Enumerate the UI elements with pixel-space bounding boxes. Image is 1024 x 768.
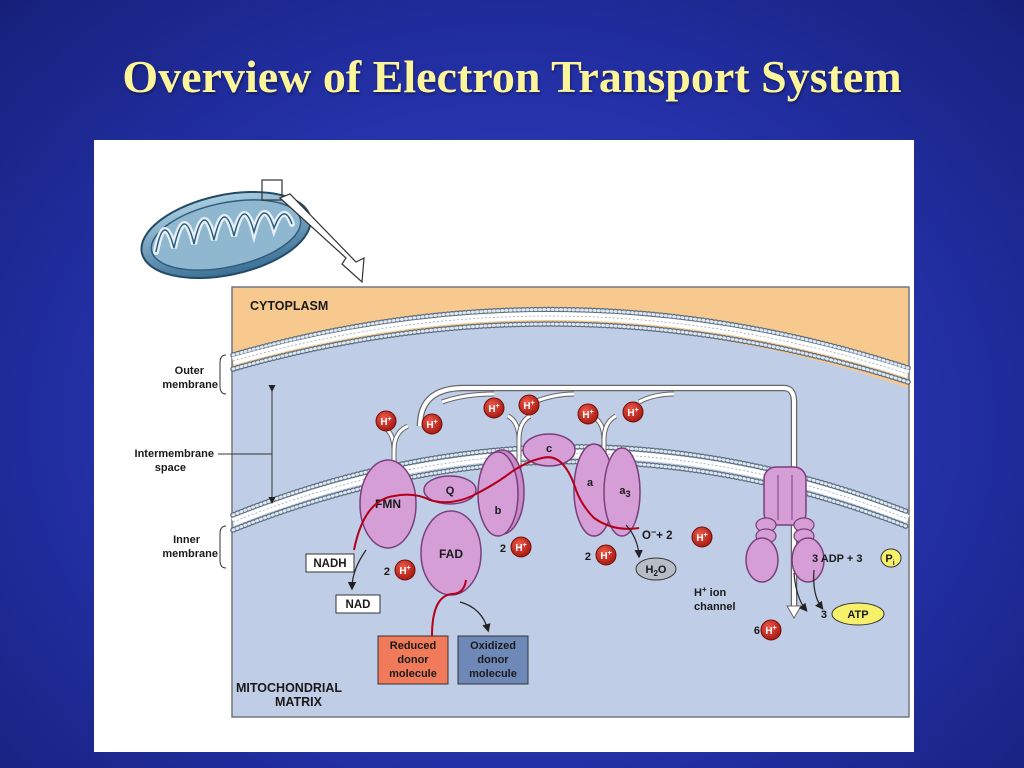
reaction-arrows bbox=[347, 524, 824, 633]
svg-text:H+: H+ bbox=[426, 419, 437, 431]
svg-text:H+: H+ bbox=[488, 403, 499, 415]
matrix-label-line2: MATRIX bbox=[275, 695, 323, 709]
svg-text:H+: H+ bbox=[582, 409, 593, 421]
h2o-label: H2O bbox=[646, 564, 667, 578]
complex-b: b bbox=[477, 449, 525, 537]
side-labels: Outer membrane Intermembrane space Inner… bbox=[135, 354, 276, 569]
q-label: Q bbox=[446, 485, 455, 497]
c-label: c bbox=[546, 443, 552, 455]
nadh-label: NADH bbox=[313, 558, 346, 570]
atp-synthase bbox=[745, 466, 825, 583]
mitochondrion-illustration bbox=[140, 179, 365, 284]
intermembrane-label-1: Intermembrane bbox=[135, 448, 214, 460]
inner-membrane-label-2: membrane bbox=[162, 548, 218, 560]
reduced-donor-line1: Reduced bbox=[390, 640, 436, 652]
b-label: b bbox=[495, 505, 502, 517]
hplus-ion: H+ bbox=[510, 536, 532, 558]
complex-fmn: FMN bbox=[359, 459, 417, 549]
adp-pi: 3 ADP + 3 Pi bbox=[812, 548, 902, 568]
hplus-ion: H+ bbox=[577, 403, 599, 425]
h-ion-channel-line2: channel bbox=[694, 601, 736, 613]
reduced-donor-line2: donor bbox=[397, 654, 429, 666]
atp-output: 3 ATP bbox=[821, 602, 885, 626]
electron-transport-diagram: CYTOPLASM MITOCHONDRIAL MATRIX Outer mem… bbox=[94, 140, 914, 752]
oxidized-donor-line2: donor bbox=[477, 654, 509, 666]
hplus-ion: H+ bbox=[518, 394, 540, 416]
nad-label: NAD bbox=[346, 599, 371, 611]
water-molecule: H2O bbox=[635, 557, 677, 581]
nad-box: NAD bbox=[335, 594, 381, 614]
six-hplus-coef: 6 bbox=[754, 625, 760, 637]
two-hplus-a-coef: 2 bbox=[585, 551, 591, 563]
svg-text:H+: H+ bbox=[696, 532, 707, 544]
outer-membrane-label-1: Outer bbox=[175, 365, 205, 377]
complex-c: c bbox=[522, 433, 576, 467]
intermembrane-label-2: space bbox=[155, 462, 186, 474]
hplus-ion: H+ bbox=[760, 619, 782, 641]
complex-fad: FAD bbox=[420, 510, 482, 596]
oxidized-donor-line1: Oxidized bbox=[470, 640, 516, 652]
fmn-label: FMN bbox=[375, 497, 401, 511]
slide-title: Overview of Electron Transport System bbox=[122, 51, 902, 102]
hplus-ion: H+ bbox=[483, 397, 505, 419]
oxidized-donor-box: Oxidized donor molecule bbox=[457, 635, 529, 685]
oxidized-donor-line3: molecule bbox=[469, 668, 517, 680]
reduced-donor-line3: molecule bbox=[389, 668, 437, 680]
a3-label: a3 bbox=[619, 485, 630, 499]
two-hplus-b-coef: 2 bbox=[500, 543, 506, 555]
matrix-label-line1: MITOCHONDRIAL bbox=[236, 681, 342, 695]
complex-a3: a3 bbox=[603, 447, 641, 537]
svg-text:H+: H+ bbox=[765, 625, 776, 637]
svg-text:H+: H+ bbox=[399, 565, 410, 577]
svg-text:H+: H+ bbox=[600, 550, 611, 562]
pi-label: Pi bbox=[885, 553, 894, 567]
h-ion-channel-line1: H+ ion bbox=[694, 585, 726, 599]
complex-q: Q bbox=[423, 475, 477, 505]
hplus-ions: H+ H+ H+ H+ H+ H+ H+ H+ H+ H+ H+ bbox=[375, 394, 782, 641]
atp-label: ATP bbox=[847, 609, 868, 621]
svg-text:H+: H+ bbox=[627, 407, 638, 419]
hplus-ion: H+ bbox=[421, 413, 443, 435]
inner-membrane-label-1: Inner bbox=[173, 534, 201, 546]
electron-path bbox=[353, 456, 640, 551]
cytoplasm-label: CYTOPLASM bbox=[250, 299, 328, 313]
atp-coef: 3 bbox=[821, 609, 827, 621]
hplus-ion: H+ bbox=[622, 401, 644, 423]
adp-label: 3 ADP + 3 bbox=[812, 553, 862, 565]
reduced-donor-box: Reduced donor molecule bbox=[377, 635, 449, 685]
svg-text:H+: H+ bbox=[380, 416, 391, 428]
membrane-panel bbox=[230, 286, 911, 718]
svg-text:H+: H+ bbox=[523, 400, 534, 412]
fad-label: FAD bbox=[439, 547, 463, 561]
hplus-ion: H+ bbox=[691, 526, 713, 548]
hplus-ion: H+ bbox=[595, 544, 617, 566]
h-ion-channel-label: H+ ion channel bbox=[694, 585, 736, 613]
hplus-ion: H+ bbox=[394, 559, 416, 581]
hplus-ion: H+ bbox=[375, 410, 397, 432]
a-label: a bbox=[587, 477, 594, 489]
svg-text:H+: H+ bbox=[515, 542, 526, 554]
diagram-svg: CYTOPLASM MITOCHONDRIAL MATRIX Outer mem… bbox=[135, 179, 911, 718]
proton-return-arrows bbox=[416, 384, 802, 619]
two-hplus-nadh-coef: 2 bbox=[384, 566, 390, 578]
outer-membrane-label-2: membrane bbox=[162, 379, 218, 391]
nadh-box: NADH bbox=[305, 553, 355, 573]
o-minus-label: O−+ 2 bbox=[642, 527, 673, 542]
fad-electron-path bbox=[431, 579, 467, 637]
oxygen-reaction: O−+ 2 bbox=[642, 527, 673, 542]
